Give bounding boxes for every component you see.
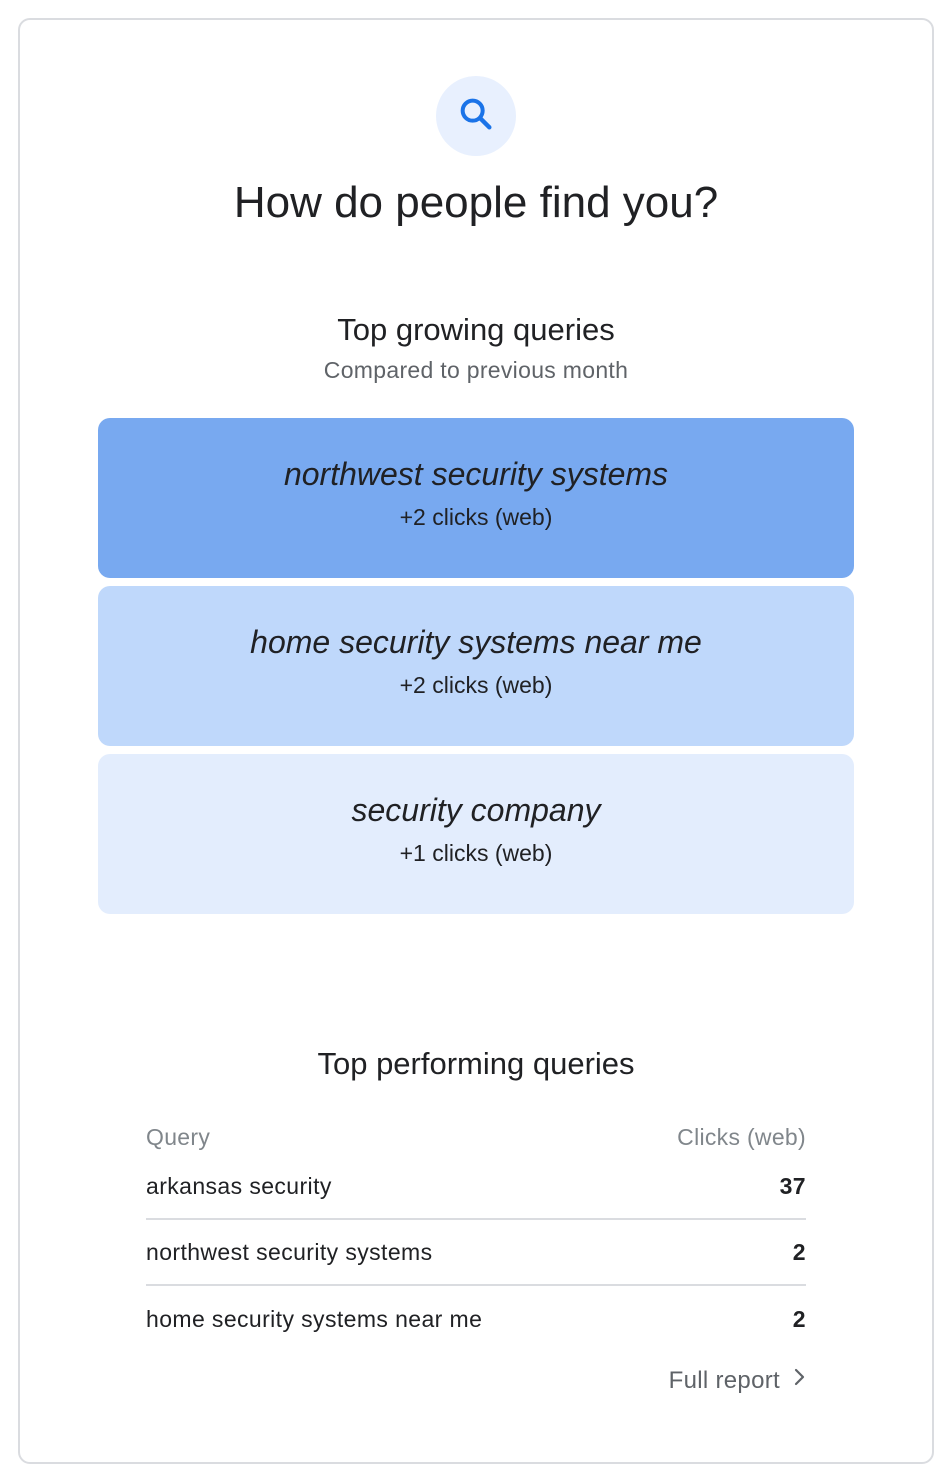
growing-queries-title: Top growing queries [337,312,615,347]
page-title: How do people find you? [233,178,719,227]
column-header-query: Query [146,1124,211,1150]
table-row: home security systems near me 2 [146,1286,806,1352]
column-header-clicks: Clicks (web) [677,1124,806,1150]
full-report-label: Full report [668,1366,780,1394]
clicks-cell: 2 [792,1238,806,1265]
performing-queries-title: Top performing queries [317,1046,635,1081]
growing-query-card[interactable]: northwest security systems +2 clicks (we… [98,418,854,578]
growing-query-text: security company [351,792,601,828]
search-icon-badge [436,76,516,156]
table-header: Query Clicks (web) [146,1124,806,1151]
query-cell: home security systems near me [146,1305,483,1332]
chevron-right-icon [792,1366,808,1395]
growing-query-metric: +1 clicks (web) [399,840,553,866]
table-row: arkansas security 37 [146,1154,806,1220]
table-row: northwest security systems 2 [146,1220,806,1286]
search-icon [456,94,496,139]
clicks-cell: 37 [779,1172,806,1199]
growing-query-metric: +2 clicks (web) [399,672,553,698]
growing-query-text: northwest security systems [283,456,669,492]
growing-query-card[interactable]: home security systems near me +2 clicks … [98,586,854,746]
search-insights-card: How do people find you? Top growing quer… [18,18,934,1464]
clicks-cell: 2 [792,1305,806,1332]
growing-queries-subtitle: Compared to previous month [323,357,629,383]
query-cell: northwest security systems [146,1238,433,1265]
full-report-link[interactable]: Full report [669,1366,808,1395]
query-cell: arkansas security [146,1172,332,1199]
growing-query-card[interactable]: security company +1 clicks (web) [98,754,854,914]
growing-query-text: home security systems near me [250,624,702,660]
growing-query-metric: +2 clicks (web) [399,504,553,530]
